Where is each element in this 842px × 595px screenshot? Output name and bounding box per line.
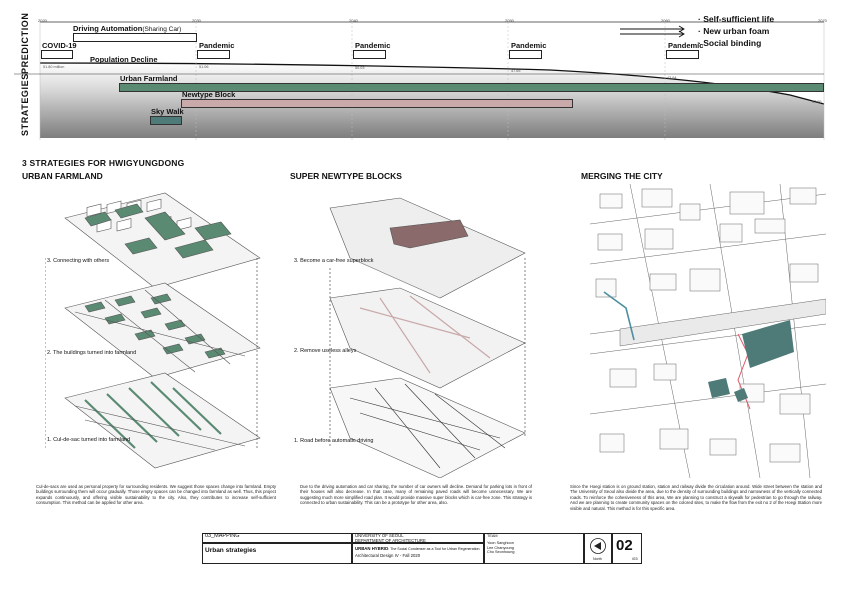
section-title: 3 STRATEGIES FOR HWIGYUNGDONG — [22, 158, 185, 168]
sheet-code: 03_MAPPING — [205, 533, 240, 539]
community-site-2 — [708, 378, 730, 398]
member-1: Yoon Sanghoon — [487, 541, 514, 545]
farmland-layer-3 — [64, 192, 261, 289]
year-2030: 2030 — [192, 18, 201, 23]
covid-bar — [41, 50, 73, 59]
farmland-step-1: 1. Cul-de-sac turned into farmland — [47, 437, 131, 443]
newtype-blocks-diagram — [329, 197, 526, 478]
prediction-label: PREDICTION — [20, 12, 30, 74]
sky-walk-bar — [150, 116, 182, 125]
pandemic-bar-2030 — [197, 50, 230, 59]
project-name: URBAN HYBRID: The Social Condenser as a … — [355, 546, 480, 552]
department-name: DEPARTMENT OF ARCHITECTURE — [355, 538, 426, 543]
sheet-number: 02 — [616, 537, 633, 554]
population-value-2040: 50.03 — [355, 66, 365, 70]
project-subtitle: : The Social Condenser as a Tool for Urb… — [388, 547, 480, 551]
newtype-blocks-title: SUPER NEWTYPE BLOCKS — [290, 171, 402, 181]
sharing-car-label: (Sharing Car) — [142, 26, 182, 33]
pandemic-bar-2040 — [353, 50, 386, 59]
merging-description: Since the Hoegi station is on ground sta… — [570, 484, 822, 511]
strategies-label: STRATEGIES — [20, 73, 30, 136]
year-2050: 2050 — [505, 18, 514, 23]
community-site-1 — [742, 320, 794, 368]
course-name: Architectural Design IV - Fall 2020 — [355, 553, 421, 558]
event-pandemic-2060: Pandemic — [668, 41, 704, 50]
legend-social-binding: · Social binding — [698, 38, 762, 48]
urban-farmland-diagram — [45, 192, 261, 469]
team-label: TEAM — [487, 534, 498, 538]
newtype-step-3: 3. Become a car-free superblock — [294, 258, 374, 264]
north-arrow-icon — [590, 538, 606, 554]
merging-city-map — [590, 184, 826, 478]
north-label: North — [593, 557, 602, 561]
pandemic-bar-2050 — [509, 50, 542, 59]
legend-new-urban-foam: · New urban foam — [698, 26, 770, 36]
population-value-2050: 47.65 — [511, 69, 521, 73]
newtype-layer-2 — [329, 287, 526, 389]
legend-self-sufficient: · Self-sufficient life — [698, 14, 775, 24]
driving-automation-label: Driving Automation — [73, 24, 143, 33]
team-members: Yoon Sanghoon Lee Chanyoung Cho Seonhoun… — [487, 541, 514, 555]
year-2020: 2020 — [38, 18, 47, 23]
population-value-2020: 51.80 million — [43, 65, 65, 69]
year-2070: 2070 — [818, 18, 827, 23]
sheet-total: /03 — [632, 556, 638, 561]
merging-city-title: MERGING THE CITY — [581, 171, 663, 181]
newtype-step-1: 1. Road before automatic driving — [294, 438, 374, 444]
population-value-2060: 43.94 — [667, 76, 677, 80]
member-2: Lee Chanyoung — [487, 545, 514, 550]
sheet-title: Urban strategies — [205, 547, 257, 554]
population-value-2030: 51.06 — [199, 65, 209, 69]
urban-farmland-bar — [119, 83, 824, 92]
farmland-step-3: 3. Connecting with others — [47, 258, 110, 264]
university-name: UNIVERSITY OF SEOUL — [355, 533, 404, 538]
year-2040: 2040 — [349, 18, 358, 23]
farmland-layer-1 — [64, 372, 261, 469]
urban-farmland-label: Urban Farmland — [120, 74, 178, 83]
event-driving-automation: Driving Automation(Sharing Car) — [73, 24, 181, 33]
newtype-layer-1 — [329, 377, 526, 478]
farmland-layer-2 — [64, 282, 261, 379]
community-site-3 — [734, 388, 748, 402]
event-covid: COVID-19 — [42, 41, 77, 50]
event-population-decline: Population Decline — [90, 55, 158, 64]
newtype-block-label: Newtype Block — [182, 90, 236, 99]
farmland-step-2: 2. The buildings turned into farmland — [47, 350, 137, 356]
year-2060: 2060 — [661, 18, 670, 23]
newtype-description: Due to the driving automation and car sh… — [300, 484, 532, 506]
event-pandemic-2040: Pandemic — [355, 41, 391, 50]
newtype-block-bar — [181, 99, 573, 108]
project-title-bold: URBAN HYBRID — [355, 546, 389, 551]
event-pandemic-2050: Pandemic — [511, 41, 547, 50]
population-value-2070: 37.95 — [812, 100, 822, 104]
driving-automation-bar — [73, 33, 197, 42]
newtype-step-2: 2. Remove useless alleys — [294, 348, 357, 354]
timeline: PREDICTION STRATEGIES 2020 2030 2040 205… — [0, 0, 842, 150]
urban-farmland-title: URBAN FARMLAND — [22, 171, 103, 181]
newtype-layer-3 — [329, 197, 526, 299]
skywalk-path — [603, 291, 635, 341]
farmland-description: Cul-de-sacs are used as personal propert… — [36, 484, 276, 506]
member-3: Cho Seonhoung — [487, 550, 515, 555]
sky-walk-label: Sky Walk — [151, 107, 184, 116]
event-pandemic-2030: Pandemic — [199, 41, 235, 50]
pandemic-bar-2060 — [666, 50, 699, 59]
